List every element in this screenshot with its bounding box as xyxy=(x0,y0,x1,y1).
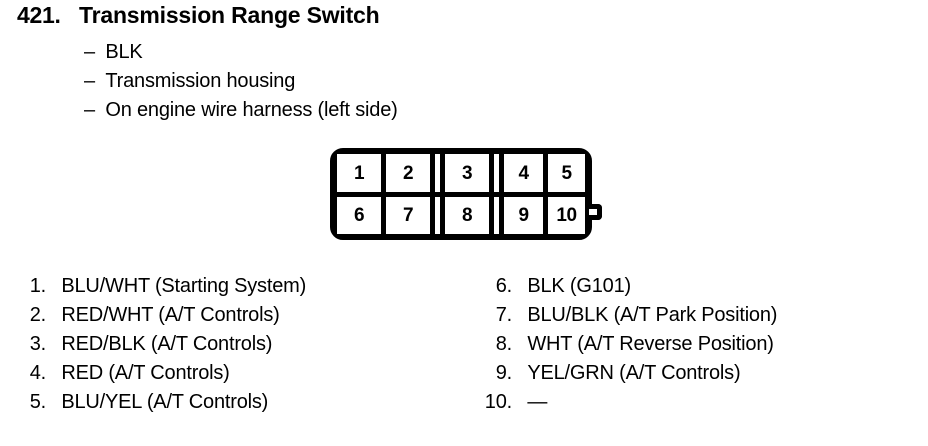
connector-slot-right xyxy=(494,154,499,192)
connector-pin-4: 4 xyxy=(504,154,543,192)
legend-label: WHT (A/T Reverse Position) xyxy=(527,333,774,355)
legend-label: BLU/BLK (A/T Park Position) xyxy=(527,304,778,326)
legend-number: 2. xyxy=(29,304,46,326)
legend-item: 8. WHT (A/T Reverse Position) xyxy=(466,330,777,359)
connector-pin-5: 5 xyxy=(548,154,585,192)
spec-list: – BLK – Transmission housing – On engine… xyxy=(84,38,398,125)
connector-pin-7: 7 xyxy=(386,197,430,234)
legend-label: BLU/WHT (Starting System) xyxy=(61,275,307,297)
legend-item: 5. BLU/YEL (A/T Controls) xyxy=(0,388,306,417)
legend-number: 1. xyxy=(29,275,46,297)
legend-number: 10. xyxy=(484,391,512,413)
dash-bullet-icon: – xyxy=(84,41,95,63)
connector-slot-right xyxy=(494,197,499,234)
spec-label: Transmission housing xyxy=(105,70,296,92)
legend-item: 10. — xyxy=(466,388,777,417)
connector-diagram: 1 2 3 4 5 6 7 8 9 10 xyxy=(330,148,602,240)
legend-label: RED (A/T Controls) xyxy=(61,362,230,384)
legend-label: YEL/GRN (A/T Controls) xyxy=(527,362,741,384)
spec-item: – On engine wire harness (left side) xyxy=(84,96,398,125)
title-text: Transmission Range Switch xyxy=(79,2,380,28)
spec-item: – BLK xyxy=(84,38,398,67)
connector-slot-left xyxy=(435,154,440,192)
legend-number: 9. xyxy=(495,362,512,384)
spec-label: BLK xyxy=(105,41,143,63)
legend-number: 3. xyxy=(29,333,46,355)
legend-item: 3. RED/BLK (A/T Controls) xyxy=(0,330,306,359)
connector-pin-10: 10 xyxy=(548,197,585,234)
legend-item: 4. RED (A/T Controls) xyxy=(0,359,306,388)
page-title: 421. Transmission Range Switch xyxy=(17,2,380,29)
spec-item: – Transmission housing xyxy=(84,67,398,96)
legend-number: 5. xyxy=(29,391,46,413)
legend-column-left: 1. BLU/WHT (Starting System) 2. RED/WHT … xyxy=(0,272,307,417)
title-number: 421. xyxy=(17,2,61,28)
legend-label: — xyxy=(527,391,548,413)
connector-pin-1: 1 xyxy=(337,154,381,192)
connector-slot-left xyxy=(435,197,440,234)
legend-item: 1. BLU/WHT (Starting System) xyxy=(0,272,307,301)
legend-number: 8. xyxy=(495,333,512,355)
legend-number: 6. xyxy=(495,275,512,297)
spec-label: On engine wire harness (left side) xyxy=(105,99,398,121)
connector-pin-2: 2 xyxy=(386,154,430,192)
dash-bullet-icon: – xyxy=(84,70,95,92)
legend-number: 7. xyxy=(495,304,512,326)
connector-keying-tab-icon xyxy=(589,204,602,220)
legend-label: BLU/YEL (A/T Controls) xyxy=(61,391,269,413)
legend-number: 4. xyxy=(29,362,46,384)
dash-bullet-icon: – xyxy=(84,99,95,121)
connector-pin-6: 6 xyxy=(337,197,381,234)
legend-item: 7. BLU/BLK (A/T Park Position) xyxy=(466,301,778,330)
legend-label: RED/BLK (A/T Controls) xyxy=(61,333,273,355)
connector-pin-8: 8 xyxy=(445,197,489,234)
connector-pin-3: 3 xyxy=(445,154,489,192)
connector-pin-9: 9 xyxy=(504,197,543,234)
legend-label: BLK (G101) xyxy=(527,275,631,297)
legend-item: 9. YEL/GRN (A/T Controls) xyxy=(466,359,777,388)
legend-item: 6. BLK (G101) xyxy=(466,272,777,301)
legend-label: RED/WHT (A/T Controls) xyxy=(61,304,280,326)
legend-column-right: 6. BLK (G101) 7. BLU/BLK (A/T Park Posit… xyxy=(466,272,778,417)
legend-item: 2. RED/WHT (A/T Controls) xyxy=(0,301,306,330)
